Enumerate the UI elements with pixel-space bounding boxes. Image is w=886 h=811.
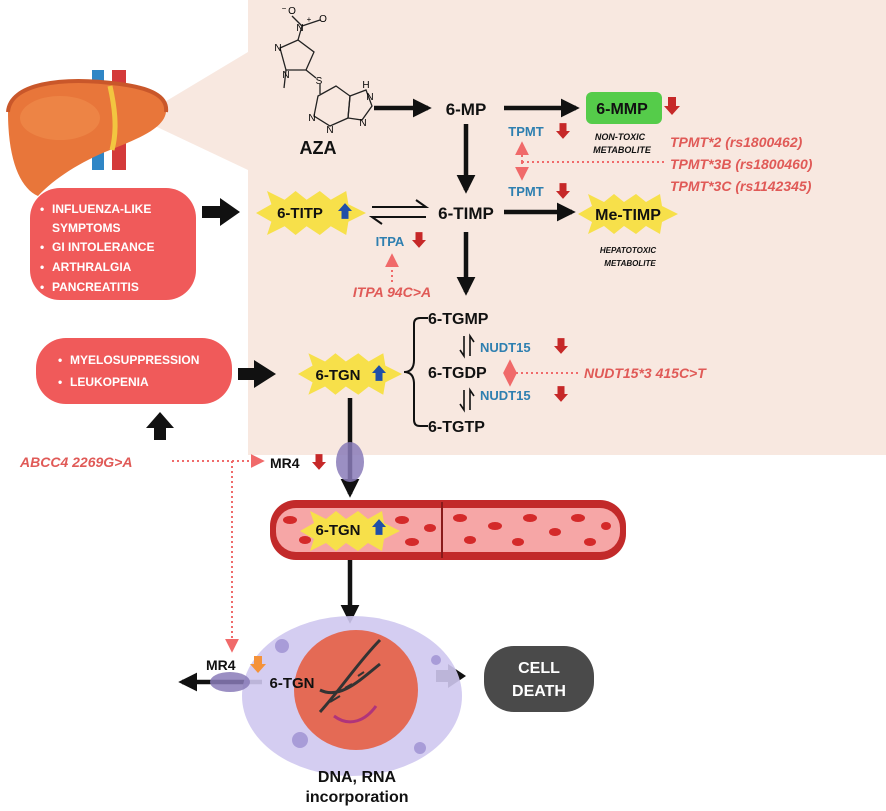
metabolite-6mmp: 6-MMP — [596, 101, 648, 118]
transporter-mr4-cell: MR4 — [206, 657, 236, 673]
mmp-note-2: METABOLITE — [593, 145, 652, 155]
zoom-wedge — [138, 52, 248, 170]
incorporation-label: incorporation — [305, 789, 408, 806]
chem-n6: N — [359, 118, 366, 129]
aza-structure — [279, 15, 373, 127]
metabolite-6tgn-cell: 6-TGN — [270, 675, 315, 692]
aza-structure-labels: N O O − + N N S N N H N N — [274, 4, 373, 136]
chem-oxygen-top: O — [288, 6, 296, 17]
variant-tpmt3b: TPMT*3B (rs1800460) — [670, 156, 813, 172]
adverse-effects-list: • INFLUENZA-LIKE SYMPTOMS • GI INTOLERAN… — [40, 202, 154, 294]
metabolite-6tgn: 6-TGN — [316, 367, 361, 384]
transporter-mr4-top: MR4 — [270, 455, 300, 471]
enzyme-nudt15-1: NUDT15 — [480, 340, 531, 355]
metabolite-6tgtp: 6-TGTP — [428, 419, 485, 436]
dna-strand-icon — [333, 705, 378, 724]
metabolite-6tgdp: 6-TGDP — [428, 365, 487, 382]
nucleotide-bracket — [403, 317, 428, 427]
effect-gi: GI INTOLERANCE — [52, 240, 154, 254]
variant-abcc4: ABCC4 2269G>A — [19, 454, 132, 470]
equilibrium-arrows — [368, 199, 430, 225]
enzyme-nudt15-2: NUDT15 — [480, 388, 531, 403]
variant-tpmt3c: TPMT*3C (rs1142345) — [670, 178, 812, 194]
cell-icon — [242, 616, 462, 776]
transporter-cell-icon — [210, 672, 250, 692]
bullet-4: • — [40, 280, 44, 294]
myelosuppression-box — [36, 338, 232, 404]
metimp-note-1: HEPATOTOXIC — [600, 246, 657, 255]
myelosuppression-list: • MYELOSUPPRESSION • LEUKOPENIA — [58, 353, 199, 389]
drug-label: AZA — [300, 138, 337, 158]
variant-tpmt2: TPMT*2 (rs1800462) — [670, 134, 803, 150]
chem-plus: + — [307, 15, 312, 24]
abcc4-variant-connector — [172, 454, 265, 653]
metimp-note-2: METABOLITE — [604, 259, 656, 268]
enzyme-tpmt-1: TPMT — [508, 124, 543, 139]
cell-death-line2: DEATH — [512, 683, 566, 700]
adverse-effects-box — [30, 188, 196, 300]
chem-n3: N — [308, 113, 315, 124]
effect-pancreatitis: PANCREATITIS — [52, 280, 139, 294]
effect-influenza: INFLUENZA-LIKE — [52, 202, 151, 216]
chem-h: H — [362, 80, 369, 91]
chem-n1: N — [274, 43, 281, 54]
effect-myelosuppression: MYELOSUPPRESSION — [70, 353, 199, 367]
metabolite-6timp: 6-TIMP — [438, 204, 494, 223]
mr4-cell-down-arrow-icon — [250, 656, 266, 673]
metabolite-6titp: 6-TITP — [277, 205, 323, 222]
bullet-5: • — [58, 353, 62, 367]
variant-nudt15: NUDT15*3 415C>T — [584, 365, 707, 381]
chem-oxygen-right: O — [319, 14, 327, 25]
transporter-icon — [336, 442, 364, 482]
metabolite-6tgmp: 6-TGMP — [428, 311, 489, 328]
dna-rna-label: DNA, RNA — [318, 769, 397, 786]
chem-nitro-n: N — [296, 23, 303, 34]
mr4-top-down-arrow-icon — [312, 454, 326, 470]
chem-n5: N — [366, 92, 373, 103]
chem-s: S — [316, 76, 323, 87]
bullet-2: • — [40, 240, 44, 254]
effect-arthralgia: ARTHRALGIA — [52, 260, 132, 274]
metabolite-metimp: Me-TIMP — [595, 207, 661, 224]
chem-minus: − — [282, 4, 287, 13]
liver-icon — [6, 70, 169, 196]
tpmt-variant-connector — [515, 141, 664, 181]
cell-death-box — [484, 646, 594, 712]
nucleotide-equilibria — [459, 333, 475, 413]
enzyme-tpmt-2: TPMT — [508, 184, 543, 199]
cell-death-line1: CELL — [518, 660, 560, 677]
chem-n4: N — [326, 125, 333, 136]
bullet-3: • — [40, 260, 44, 274]
variant-itpa: ITPA 94C>A — [353, 284, 431, 300]
effect-symptoms: SYMPTOMS — [52, 221, 120, 235]
dna-helix-icon — [318, 638, 382, 714]
bullet-6: • — [58, 375, 62, 389]
metabolite-6tgn-blood: 6-TGN — [316, 522, 361, 539]
mmp-note-1: NON-TOXIC — [595, 132, 646, 142]
enzyme-itpa: ITPA — [376, 234, 405, 249]
bullet-1: • — [40, 202, 44, 216]
chem-n2: N — [282, 70, 289, 81]
metabolite-6mp: 6-MP — [446, 100, 487, 119]
nudt15-variant-connector — [503, 359, 578, 387]
mmp-box — [586, 92, 662, 124]
effect-leukopenia: LEUKOPENIA — [70, 375, 149, 389]
